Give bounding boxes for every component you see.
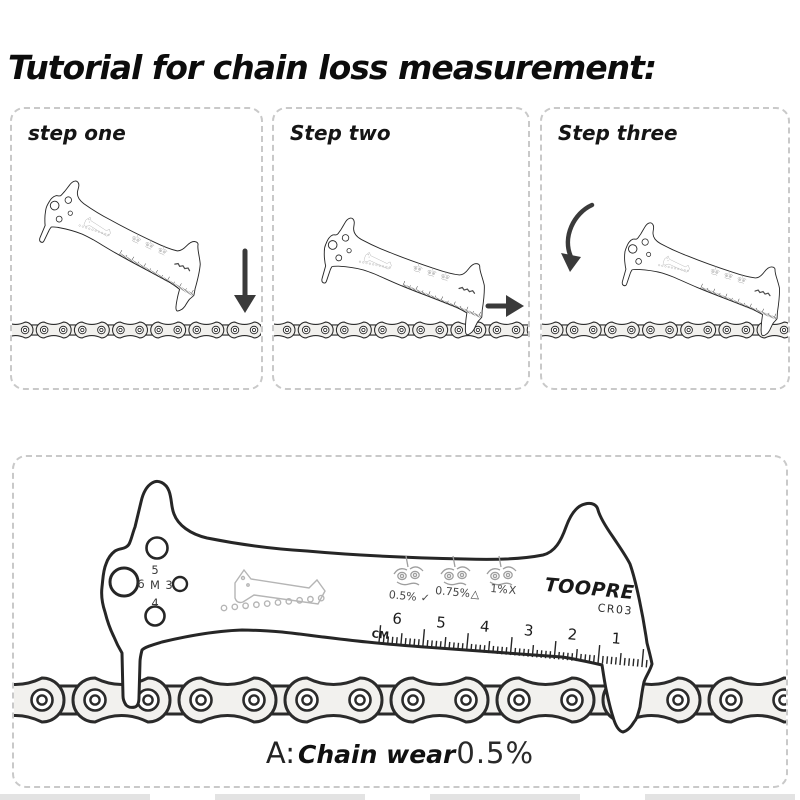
wear-mark-1: 1%X [490,582,518,597]
step-three-label: Step three [558,121,678,145]
step-one-panel: step one [10,107,263,390]
result-value: 0.5% [456,736,535,770]
result-label: Chain wear [298,740,456,769]
ruler-scale: CM 6 5 4 3 2 1 [371,609,622,648]
step-tool-illustration [311,212,499,338]
step-two-panel: Step two [272,107,530,390]
result-prefix: A: [265,736,296,770]
step-tool-illustration [612,217,788,339]
detail-illustration: 5 6 M 3 4 0.5%✓ 0.75%△ 1%X TOOPRE CR03 C… [14,479,786,734]
hole-label-3: 3 [165,578,172,592]
step-one-illustration [12,173,261,339]
step-three-illustration [542,202,788,339]
ruler-number: 3 [523,621,534,640]
chain-illustration [12,321,261,339]
ruler-unit: CM [371,629,389,642]
measurement-result: A:Chain wear0.5% [14,736,786,770]
ruler-number: 1 [611,629,622,648]
hole-label-4: 4 [151,596,158,610]
curved-down-arrow [561,202,595,272]
wear-mark-075: 0.75%△ [435,584,481,601]
hole-label-6: 6 [137,577,144,591]
wear-mark-05: 0.5%✓ [388,588,430,605]
ruler-number: 6 [392,609,403,628]
step-tool-illustration [28,173,218,316]
ruler-number: 2 [567,625,578,644]
chain-illustration [542,321,788,339]
step-two-illustration [274,212,528,339]
page-title: Tutorial for chain loss measurement: [8,48,657,87]
model-number: CR03 [597,601,633,617]
step-one-label: step one [28,121,126,145]
step-two-label: Step two [290,121,391,145]
detail-panel: 5 6 M 3 4 0.5%✓ 0.75%△ 1%X TOOPRE CR03 C… [12,455,788,788]
ruler-number: 4 [479,617,490,636]
right-arrow [485,295,524,317]
hole-label-5: 5 [151,563,158,577]
hole-label-m: M [150,578,160,592]
chain-illustration [274,321,528,339]
ruler-number: 5 [435,613,446,632]
tool-printed-text: 5 6 M 3 4 0.5%✓ 0.75%△ 1%X TOOPRE CR03 C… [137,563,635,648]
cropped-content-strip [0,794,800,800]
down-arrow [234,248,256,313]
step-three-panel: Step three [540,107,790,390]
ruler-numbers: 6 5 4 3 2 1 [392,609,622,648]
